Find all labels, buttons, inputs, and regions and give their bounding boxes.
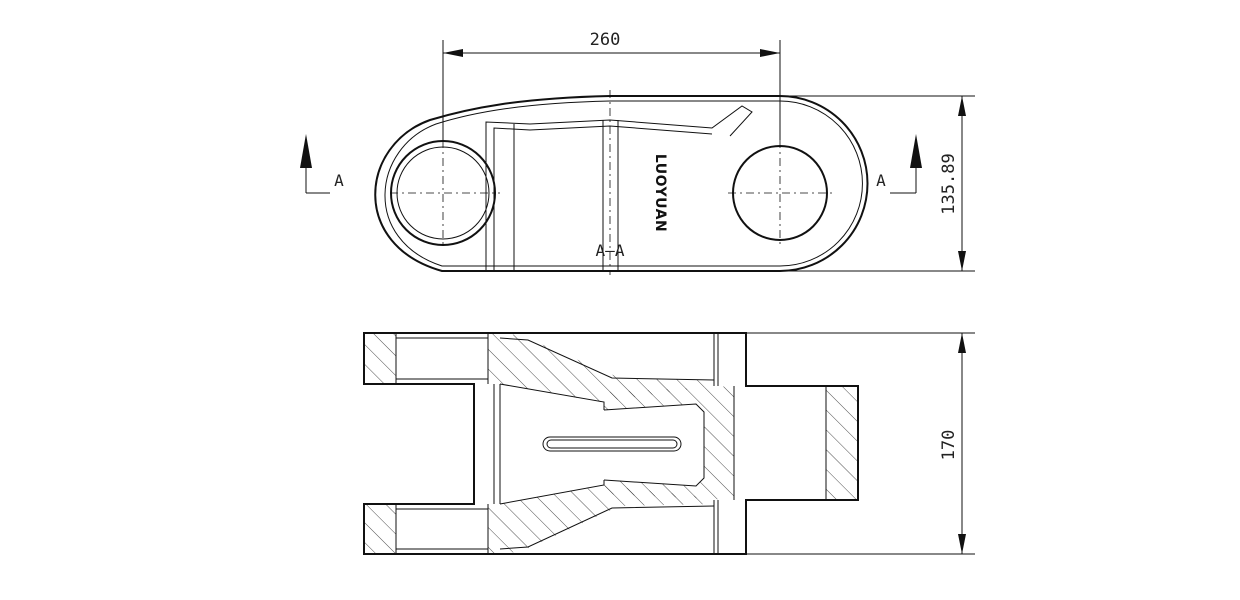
dimension-height: 135.89 [780, 95, 975, 272]
section-marker-left: A [300, 134, 344, 194]
section-marker-right-label: A [876, 171, 886, 190]
dimension-height-value: 135.89 [939, 153, 959, 214]
dimension-pitch: 260 [442, 30, 781, 140]
section-marker-left-label: A [334, 171, 344, 190]
section-marker-right: A [876, 134, 922, 194]
hatched-areas [364, 333, 858, 554]
section-view [363, 332, 859, 555]
dimension-width: 170 [746, 332, 975, 555]
section-label: A–A [596, 241, 625, 260]
link-inner-outline [384, 100, 863, 267]
section-outline [363, 332, 859, 555]
brand-marking: LUOYUAN [652, 154, 668, 232]
dimension-width-value: 170 [939, 430, 959, 461]
dimension-pitch-value: 260 [590, 30, 621, 50]
left-pin-hole [390, 140, 496, 246]
central-boss [485, 105, 753, 271]
oblong-slot [542, 436, 682, 452]
top-view: LUOYUAN A–A [374, 90, 869, 275]
